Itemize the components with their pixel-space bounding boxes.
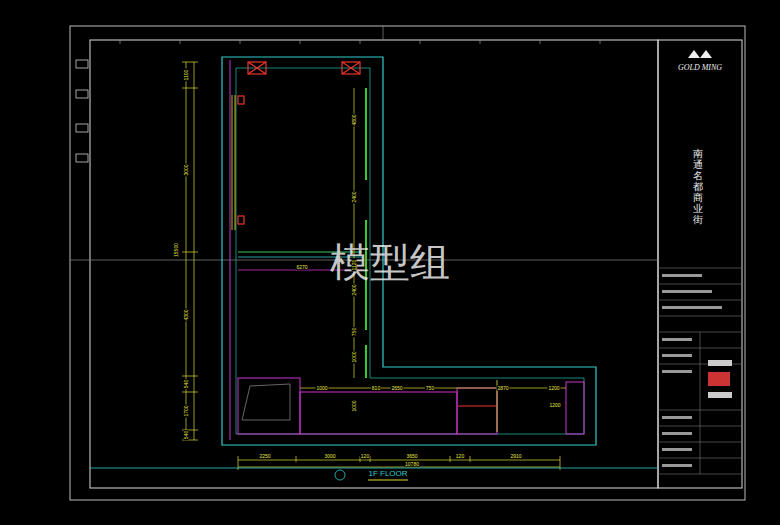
dimension: 1200 (547, 386, 560, 391)
dimension: 4300 (184, 308, 189, 321)
dimension: 6270 (295, 265, 308, 270)
dimension: 2400 (352, 190, 357, 203)
watermark: 模型组 (329, 242, 451, 282)
dimension: 3650 (405, 454, 418, 459)
dimension: 750 (425, 386, 435, 391)
dimension: 15500 (174, 242, 179, 258)
dimension: 1000 (352, 399, 357, 412)
dimension: 1000 (315, 386, 328, 391)
dimension: 810 (371, 386, 381, 391)
dimension: 1700 (184, 404, 189, 417)
dimension: 1200 (548, 403, 561, 408)
dimension: 120 (455, 454, 465, 459)
dimension: 540 (184, 430, 189, 440)
drawing-name: 1F FLOOR (367, 470, 408, 478)
dimension: 750 (352, 327, 357, 337)
dimension: 120 (360, 454, 370, 459)
dimension: 10780 (404, 462, 420, 467)
dimension: 1000 (352, 350, 357, 363)
sheet-title: 南通名都商业街 (692, 148, 704, 225)
dimension: 2910 (509, 454, 522, 459)
logo-text: GOLD MING (677, 64, 723, 72)
dimension: 2250 (258, 454, 271, 459)
dimension: 4800 (352, 113, 357, 126)
dimension: 2870 (496, 386, 509, 391)
dimension: 1120 (352, 259, 357, 272)
dimension: 3000 (184, 163, 189, 176)
dimension: 2400 (352, 283, 357, 296)
dimension: 3000 (323, 454, 336, 459)
dimension: 1100 (184, 69, 189, 82)
dimension: 540 (184, 379, 189, 389)
dimension: 2650 (390, 386, 403, 391)
